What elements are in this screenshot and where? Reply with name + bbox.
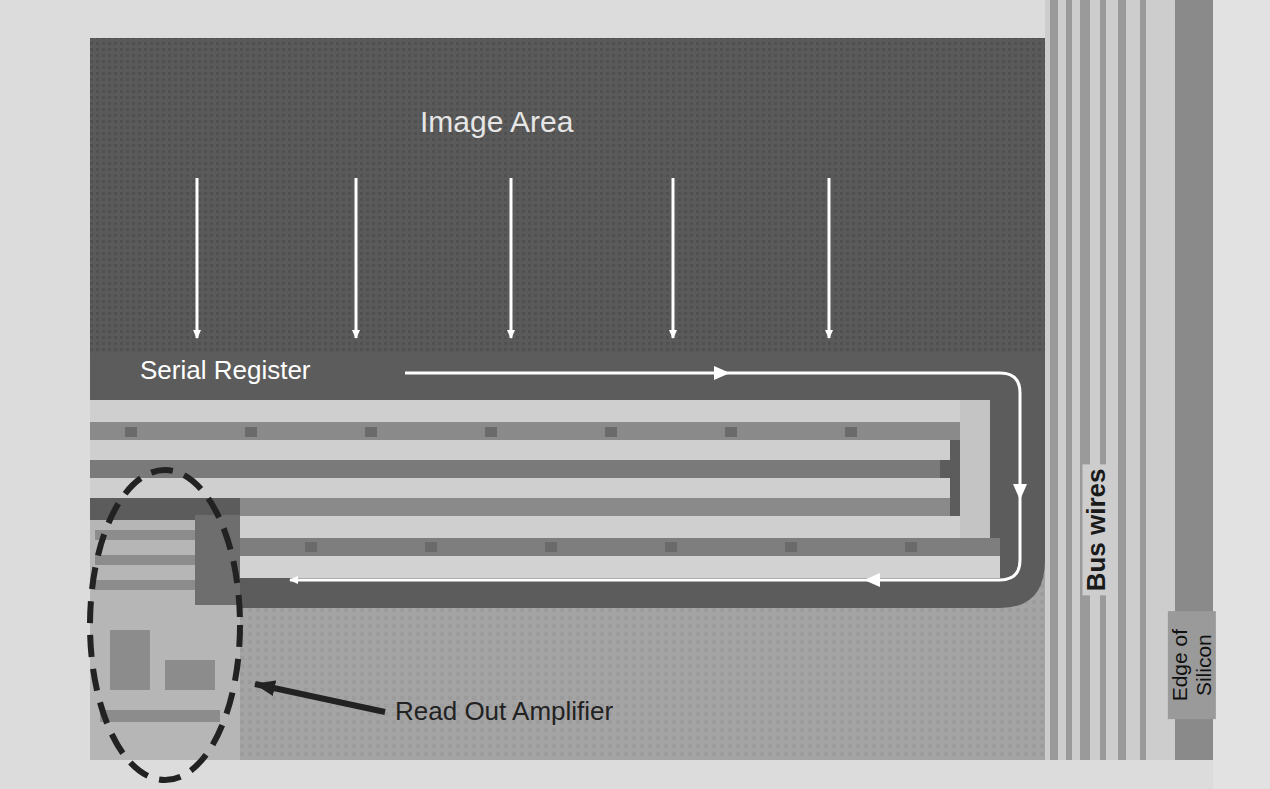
part-label: Bus wires [1082, 465, 1112, 596]
region-label: Image Area [420, 105, 573, 140]
part-label: Edge of Silicon [1168, 611, 1216, 719]
region-label: Serial Register [140, 356, 311, 386]
part-label: Read Out Amplifier [395, 697, 613, 727]
